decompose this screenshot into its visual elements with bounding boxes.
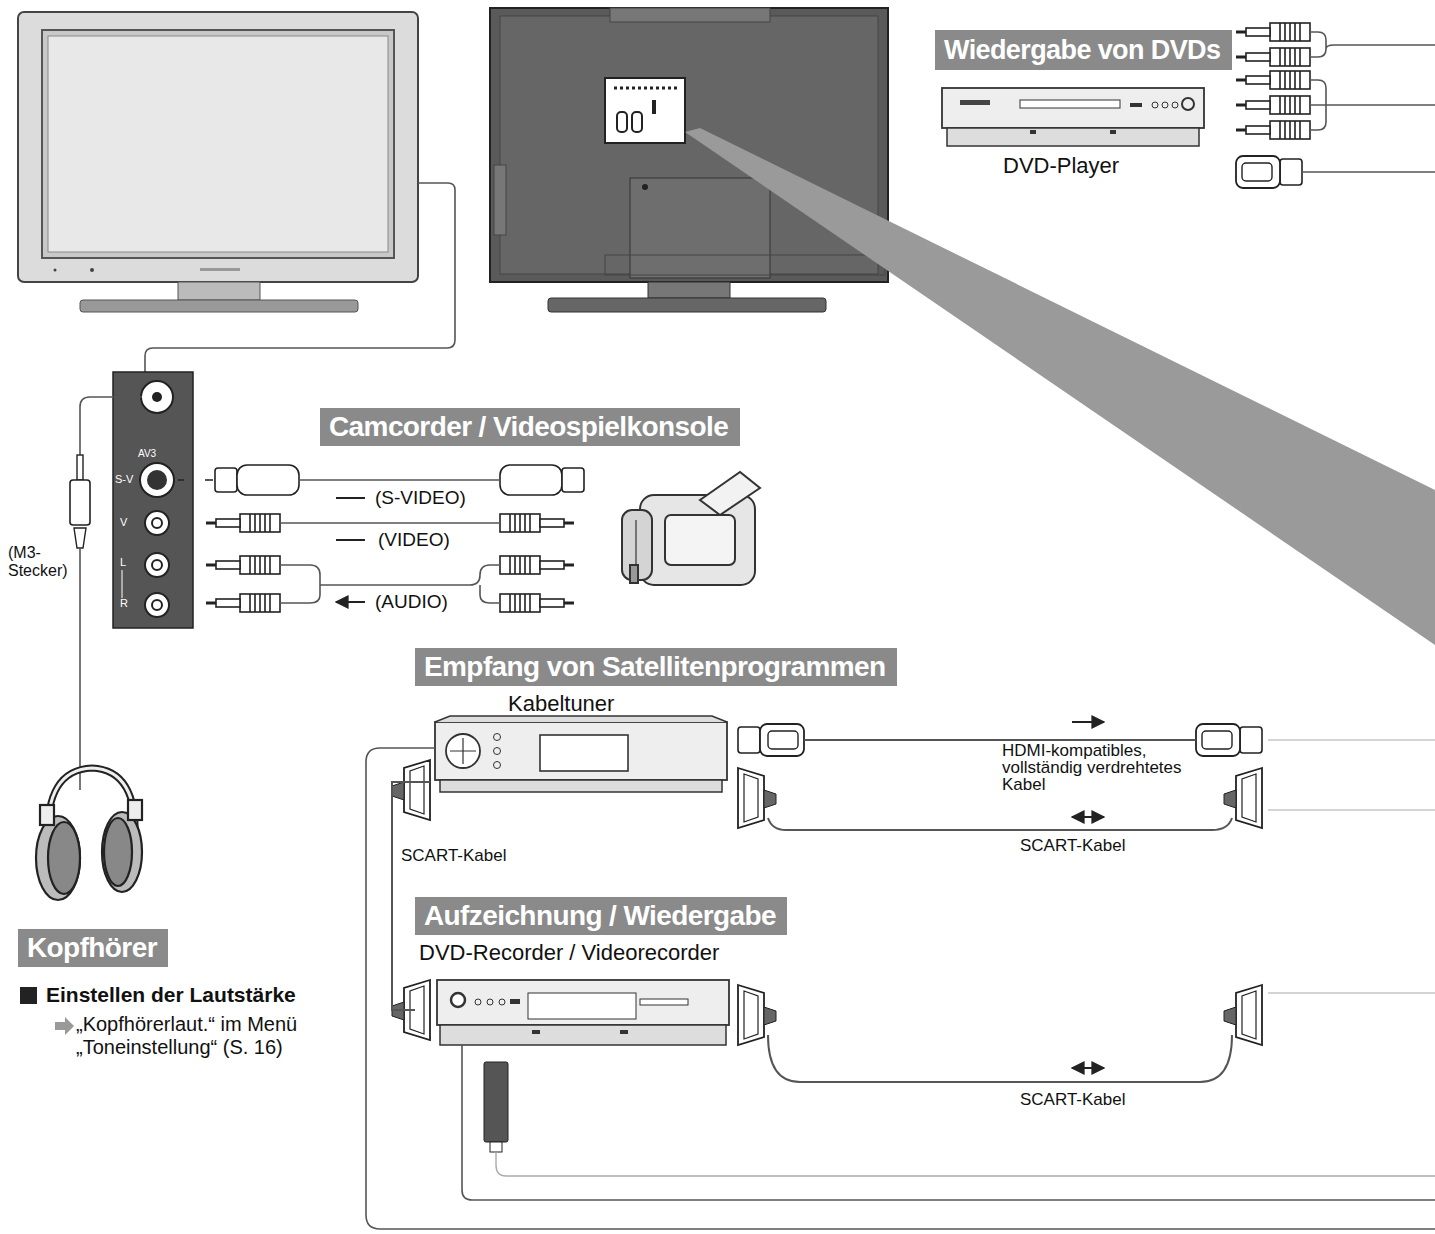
cable-tuner xyxy=(435,716,727,792)
terminal-name: V xyxy=(120,516,127,528)
dvd-recorder xyxy=(437,980,729,1045)
dvd-player xyxy=(942,88,1204,146)
device-label: Kabeltuner xyxy=(430,690,730,795)
terminal-name: R xyxy=(120,597,128,609)
side-panel xyxy=(113,372,193,628)
tv-front xyxy=(18,12,418,312)
cable-label: SCART-Kabel xyxy=(399,846,509,866)
note-heading: Einstellen der Lautstärke xyxy=(46,983,296,1007)
zoom-wedge xyxy=(685,128,1435,645)
section-band: Wiedergabe von DVDs xyxy=(935,30,1232,70)
terminal-name: AV3 xyxy=(138,448,156,459)
terminal-name: S-V xyxy=(115,473,133,485)
section-band: Camcorder / Videospielkonsole xyxy=(320,408,740,446)
device-label: DVD-Player xyxy=(940,82,1210,182)
section-heading: Empfang von Satellitenprogrammen xyxy=(415,648,897,686)
note-label: (M3- Stecker) xyxy=(8,544,74,580)
note-label: SCART-Kabel xyxy=(1020,1090,1126,1110)
section-heading: Camcorder / Videospielkonsole xyxy=(320,408,740,446)
signal-label: (S-VIDEO) xyxy=(375,487,466,509)
section-band: Aufzeichnung / Wiedergabe xyxy=(415,897,787,935)
note-label: HDMI-kompatibles, vollständig verdrehtet… xyxy=(1002,742,1202,793)
device-name: DVD-Player xyxy=(1003,153,1119,179)
section-heading: Aufzeichnung / Wiedergabe xyxy=(415,897,787,935)
section-band: Kopfhörer xyxy=(18,929,168,967)
signal-label: (AUDIO) xyxy=(375,591,448,613)
device-label: DVD-Recorder / Videorecorder xyxy=(415,940,735,1048)
note-label: „Kopfhörerlaut.“ im Menü „Toneinstellung… xyxy=(76,1013,338,1059)
section-heading: Wiedergabe von DVDs xyxy=(935,30,1232,70)
terminal-name: L xyxy=(120,556,126,568)
terminal-panel: AV3S-V V L R xyxy=(113,372,193,628)
scart-cable xyxy=(392,782,430,1010)
device-name: DVD-Recorder / Videorecorder xyxy=(419,940,719,966)
device-name: Kabeltuner xyxy=(508,691,614,717)
headphones xyxy=(36,768,142,900)
tv-back xyxy=(490,8,888,312)
camcorder xyxy=(622,472,760,585)
signal-label: (VIDEO) xyxy=(378,529,450,551)
section-heading: Kopfhörer xyxy=(18,929,168,967)
note-label: SCART-Kabel xyxy=(1020,836,1126,856)
section-band: Empfang von Satellitenprogrammen xyxy=(415,648,897,686)
